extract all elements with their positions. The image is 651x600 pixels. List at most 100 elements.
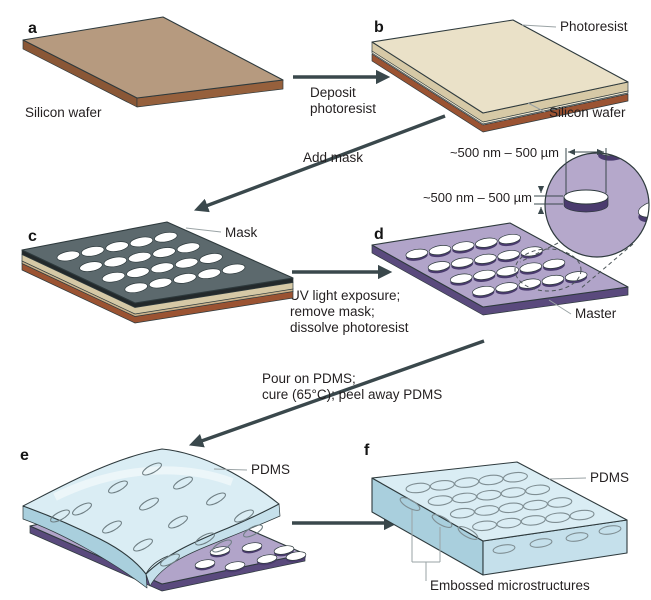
pattern-ellipse [174, 257, 199, 269]
panel-d: d Master [371, 222, 634, 321]
pattern-ellipse [457, 526, 479, 540]
pattern-ellipse [152, 247, 176, 258]
pattern-ellipse [519, 262, 543, 273]
step-add-mask: Add mask [303, 150, 363, 165]
step-uv-line3: dissolve photoresist [290, 320, 409, 335]
step-deposit-line2: photoresist [310, 101, 376, 116]
projection-line-right [579, 243, 634, 290]
panel-b: b Photoresist Silicon wafer [371, 19, 629, 133]
pdms-slab-side-pattern [399, 497, 622, 554]
pattern-ellipse [498, 233, 521, 245]
pattern-ellipse [518, 278, 542, 289]
pattern-ellipse [273, 545, 295, 555]
pattern-ellipse [173, 476, 193, 490]
pattern-ellipse [565, 532, 589, 542]
pattern-ellipse [405, 248, 429, 259]
step-deposit-line1: Deposit [310, 85, 356, 100]
pattern-ellipse [495, 282, 518, 293]
pattern-ellipse [428, 245, 452, 256]
pattern-ellipse [168, 515, 188, 529]
leader-silicon-wafer [527, 102, 546, 113]
pattern-ellipse [142, 462, 162, 476]
leader-pdms-f [548, 477, 587, 480]
pattern-ellipse [199, 253, 223, 264]
inset-well-floor [563, 189, 609, 205]
arrow-pour-pdms-icon [188, 339, 485, 448]
label-pdms-f: PDMS [590, 470, 629, 485]
pattern-ellipse [108, 480, 128, 494]
label-silicon-wafer-b: Silicon wafer [549, 105, 626, 120]
pattern-ellipse [427, 261, 451, 272]
pattern-ellipse [569, 509, 595, 521]
pattern-ellipse [399, 497, 421, 511]
pattern-ellipse [102, 520, 122, 534]
mask-holes-pattern [56, 231, 246, 294]
pattern-ellipse [547, 497, 573, 508]
pattern-ellipse [160, 553, 180, 567]
pattern-ellipse [148, 277, 173, 289]
pattern-ellipse [212, 539, 232, 553]
pattern-ellipse [72, 502, 92, 516]
master-e-wells-pattern [194, 542, 307, 573]
step-uv-line2: remove mask; [290, 304, 375, 319]
pattern-ellipse [176, 242, 201, 254]
mask-top-face [21, 221, 294, 304]
pattern-ellipse [103, 256, 128, 268]
pattern-ellipse [221, 263, 246, 275]
step-pour-line1: Pour on PDMS; [262, 371, 356, 386]
pattern-ellipse [564, 271, 588, 282]
step-labels: Deposit photoresist Add mask UV light ex… [262, 85, 442, 402]
magnified-region-outline [514, 248, 582, 292]
pdms-slab-top-pattern [405, 471, 595, 532]
pattern-ellipse [56, 250, 81, 262]
step-pour-line2: cure (65°C); peel away PDMS [262, 387, 442, 402]
pattern-ellipse [624, 252, 649, 257]
pattern-ellipse [195, 532, 215, 546]
pattern-ellipse [451, 241, 475, 252]
master-wells-pattern [405, 233, 588, 299]
pattern-ellipse [243, 524, 263, 538]
pattern-ellipse [194, 559, 216, 569]
pattern-ellipse [497, 250, 520, 261]
pattern-ellipse [101, 271, 126, 283]
arrow-add-mask-icon [193, 114, 446, 213]
pattern-ellipse [150, 262, 175, 274]
master-top-face [371, 222, 629, 308]
panel-a-letter: a [28, 20, 37, 37]
pattern-ellipse [197, 268, 221, 279]
pattern-ellipse [473, 269, 496, 280]
label-mask: Mask [225, 225, 258, 240]
panel-b-letter: b [374, 19, 384, 36]
panel-a: a Silicon wafer [22, 16, 284, 120]
pattern-ellipse [124, 282, 148, 294]
pattern-ellipse [496, 266, 519, 277]
leader-master [548, 299, 572, 315]
pattern-ellipse [492, 544, 516, 554]
pattern-ellipse [502, 471, 528, 483]
pattern-ellipse [126, 267, 150, 278]
dim-depth-text: ~500 nm – 500 µm [423, 190, 532, 205]
panel-c-letter: c [28, 228, 37, 245]
magnified-inset: ~500 nm – 500 µm ~500 nm – 500 µm [423, 145, 650, 258]
silicon-layer-edge [371, 53, 629, 133]
pattern-ellipse [173, 273, 197, 284]
leader-pdms-e [213, 468, 248, 471]
pattern-ellipse [127, 251, 152, 263]
pattern-ellipse [154, 231, 178, 243]
pattern-ellipse [474, 253, 497, 264]
embossed-bracket [411, 510, 441, 581]
photoresist-top-face [371, 19, 629, 114]
pattern-ellipse [475, 237, 498, 248]
label-master: Master [575, 306, 617, 321]
step-uv-line1: UV light exposure; [290, 288, 400, 303]
pattern-ellipse [529, 538, 553, 548]
pattern-ellipse [285, 551, 307, 561]
pattern-ellipse [50, 509, 70, 523]
pdms-sheet-fold-crease [145, 555, 169, 575]
panel-e-letter: e [20, 447, 29, 464]
pattern-ellipse [133, 538, 153, 552]
pattern-ellipse [472, 285, 495, 297]
pattern-ellipse [206, 492, 226, 506]
panel-c: c Mask [21, 221, 294, 324]
